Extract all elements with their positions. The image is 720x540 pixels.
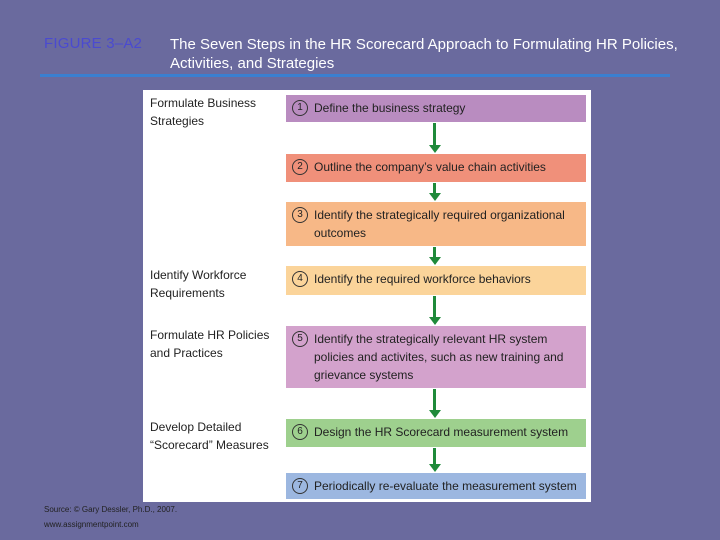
flow-arrow	[429, 183, 441, 201]
figure-title: The Seven Steps in the HR Scorecard Appr…	[170, 36, 678, 72]
flow-arrow	[429, 123, 441, 153]
flow-arrow	[429, 247, 441, 265]
step-number: 7	[292, 478, 308, 494]
source-website: www.assignmentpoint.com	[44, 520, 139, 529]
stage-label-hr-policies: Formulate HR Policies and Practices	[150, 328, 270, 360]
step-text: Periodically re-evaluate the measurement…	[314, 479, 577, 493]
source-citation: Source: © Gary Dessler, Ph.D., 2007.	[44, 505, 178, 514]
step-number: 6	[292, 424, 308, 440]
step-number: 1	[292, 100, 308, 116]
stage-label-workforce-requirements: Identify Workforce Requirements	[150, 268, 247, 300]
step-box-3: 3 Identify the strategically required or…	[286, 202, 586, 246]
step-box-7: 7 Periodically re-evaluate the measureme…	[286, 473, 586, 499]
diagram-panel: Formulate Business Strategies Identify W…	[143, 90, 591, 502]
step-text: Define the business strategy	[314, 101, 466, 115]
step-number: 4	[292, 271, 308, 287]
step-number: 5	[292, 331, 308, 347]
step-number: 3	[292, 207, 308, 223]
source-credit: Source: © Gary Dessler, Ph.D., 2007. www…	[44, 502, 177, 532]
figure-label: FIGURE 3–A2	[44, 35, 143, 52]
step-box-5: 5 Identify the strategically relevant HR…	[286, 326, 586, 388]
title-divider	[40, 74, 670, 77]
flow-arrow	[429, 296, 441, 325]
step-text: Outline the company’s value chain activi…	[314, 160, 546, 174]
stage-label-business-strategies: Formulate Business Strategies	[150, 96, 257, 128]
stage-label-scorecard-measures: Develop Detailed “Scorecard” Measures	[150, 420, 269, 452]
step-number: 2	[292, 159, 308, 175]
step-text: Design the HR Scorecard measurement syst…	[314, 425, 569, 439]
step-box-1: 1 Define the business strategy	[286, 95, 586, 122]
step-text: Identify the required workforce behavior…	[314, 272, 531, 286]
step-box-4: 4 Identify the required workforce behavi…	[286, 266, 586, 295]
step-box-6: 6 Design the HR Scorecard measurement sy…	[286, 419, 586, 447]
step-box-2: 2 Outline the company’s value chain acti…	[286, 154, 586, 182]
flow-arrow	[429, 448, 441, 472]
flow-arrow	[429, 389, 441, 418]
step-text: Identify the strategically required orga…	[314, 208, 565, 240]
step-text: Identify the strategically relevant HR s…	[314, 332, 564, 382]
